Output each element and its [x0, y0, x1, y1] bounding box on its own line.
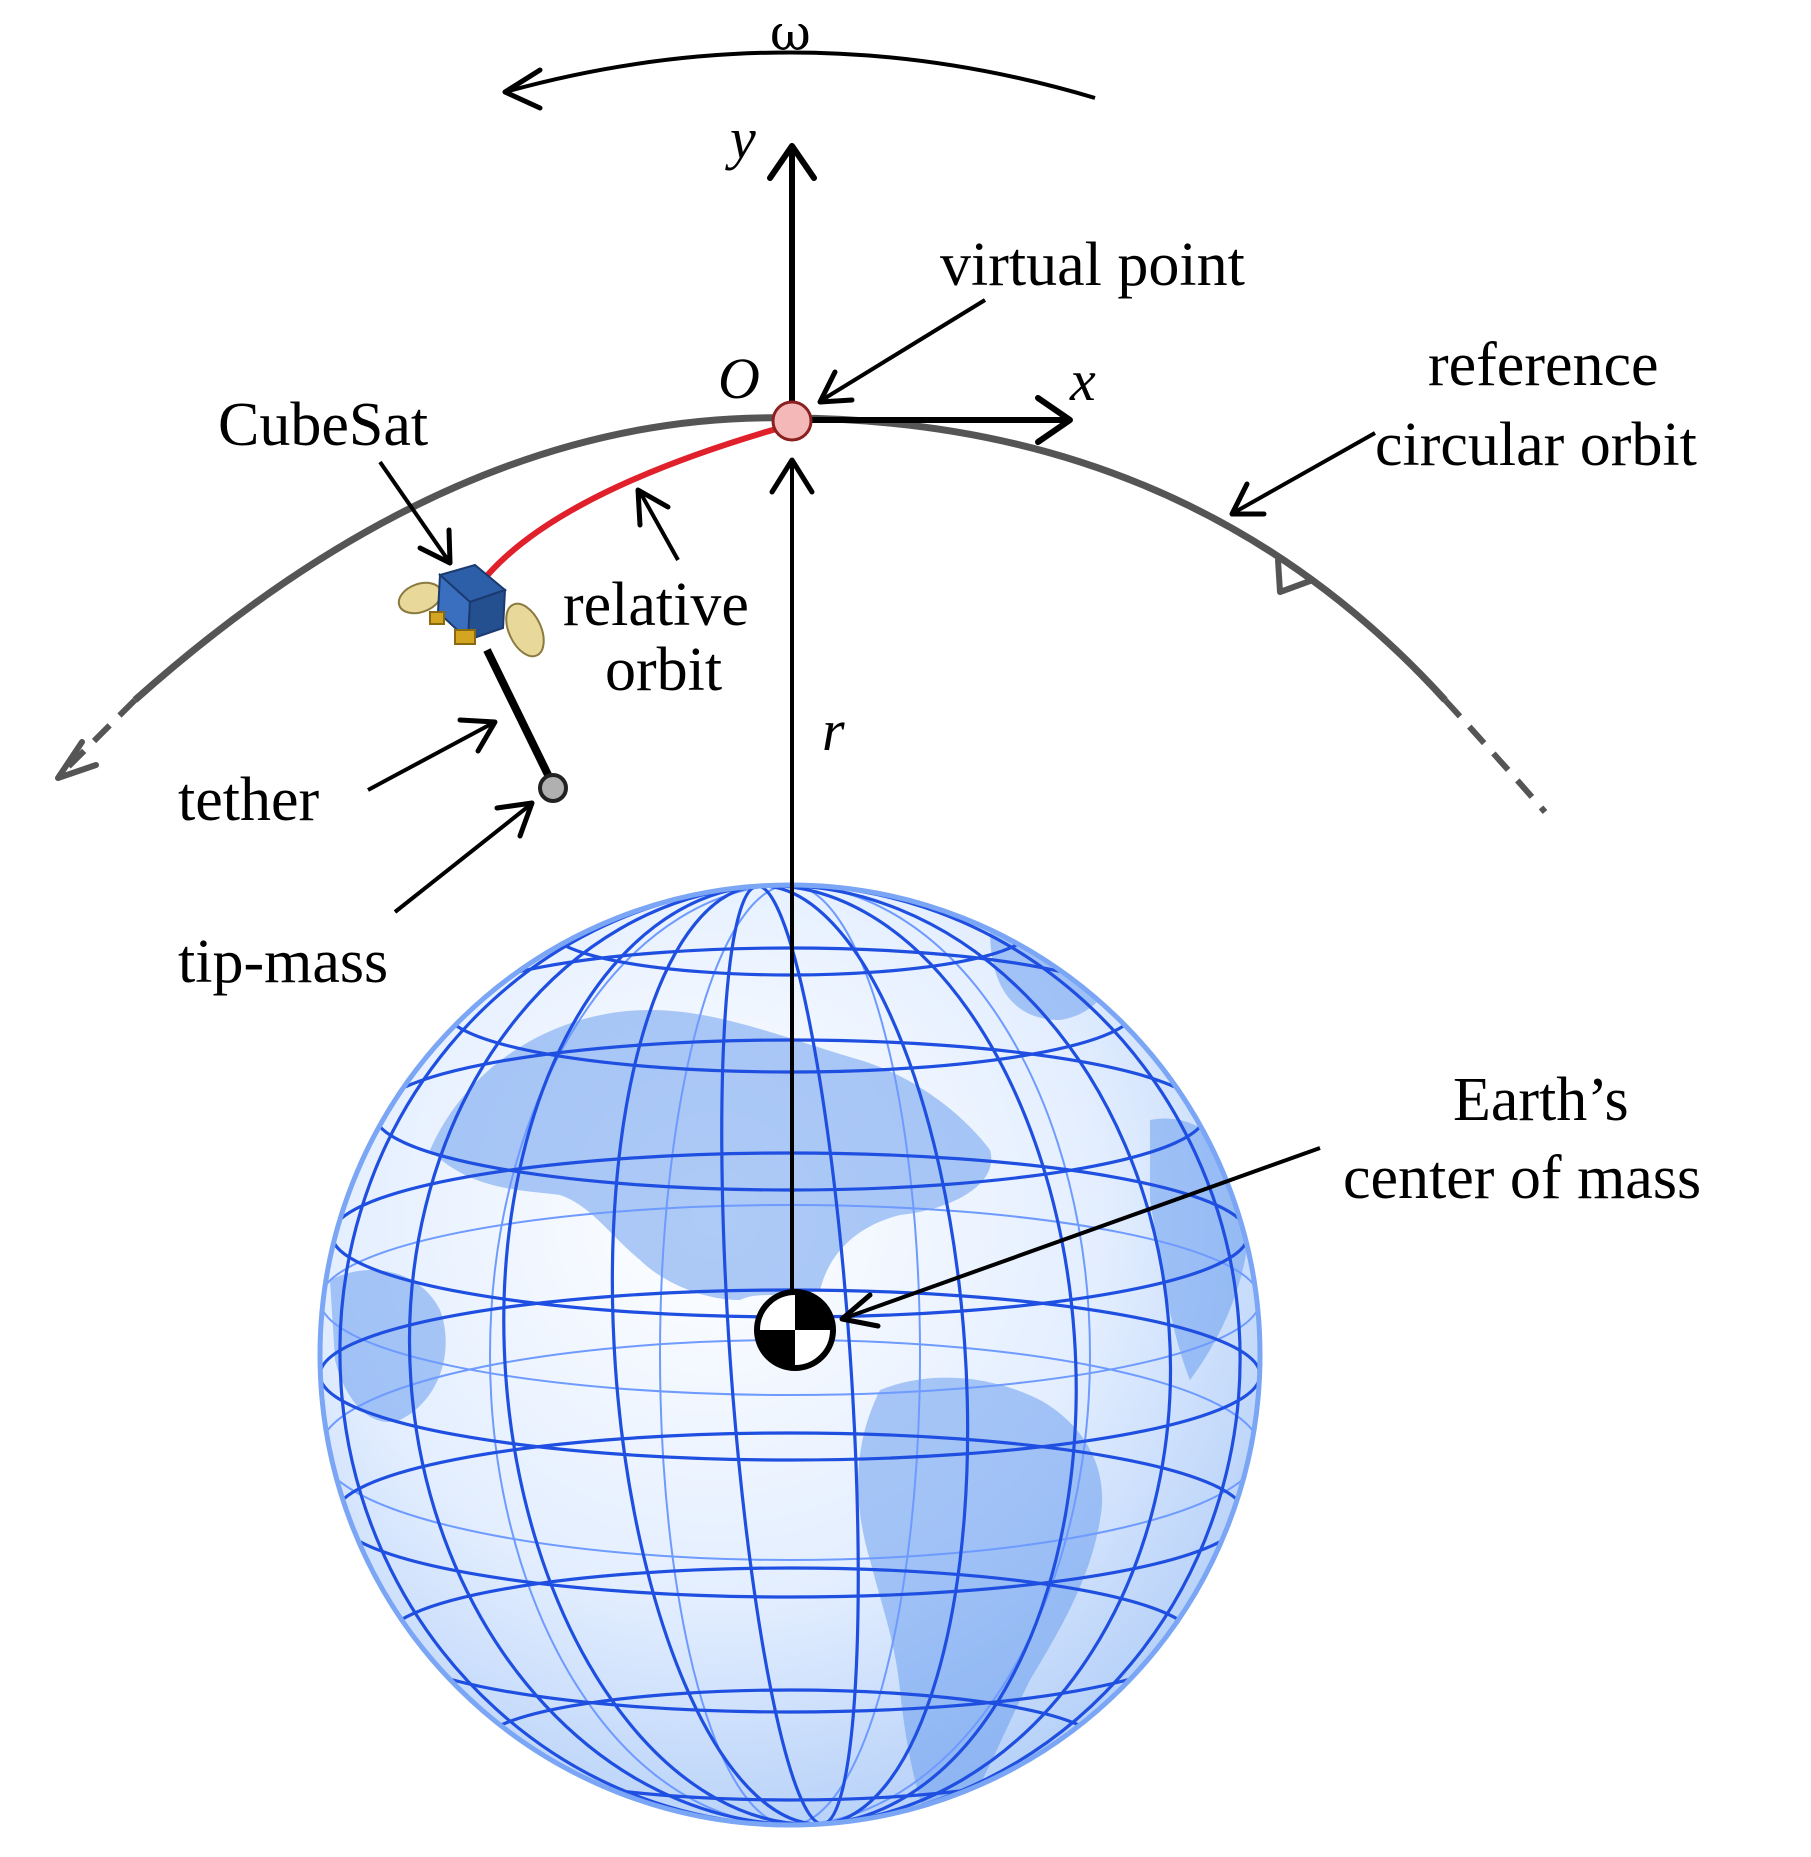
radius-vector: [769, 457, 815, 1330]
x-axis-label: x: [1069, 348, 1096, 413]
cubesat-pointer: [378, 460, 453, 566]
x-axis: [800, 395, 1073, 445]
origin-label: O: [718, 346, 760, 411]
south-america-shape: [858, 1377, 1103, 1825]
tip-mass-pointer: [393, 800, 535, 914]
earth-center-pointer: [839, 1146, 1321, 1329]
y-axis: [767, 143, 817, 420]
reference-orbit-pointer: [1229, 431, 1376, 517]
cubesat-label: CubeSat: [218, 391, 428, 459]
earth-center-label-line2: center of mass: [1343, 1144, 1701, 1212]
tether-pointer: [367, 717, 498, 792]
omega-symbol: ω: [770, 4, 811, 62]
omega-arrow: [502, 50, 1096, 111]
earth-center-label-line1: Earth’s: [1453, 1066, 1629, 1134]
relative-orbit-pointer: [635, 487, 680, 561]
radius-label: r: [822, 698, 845, 763]
tether-line: [483, 648, 557, 787]
relative-orbit: [482, 422, 791, 580]
tip-mass-marker: [538, 773, 568, 803]
cubesat-icon: [397, 563, 545, 658]
reference-orbit-label-line2: circular orbit: [1375, 411, 1697, 479]
tether-label: tether: [178, 766, 319, 834]
center-of-mass-icon: [754, 1289, 836, 1371]
relative-orbit-label-line1: relative: [563, 571, 749, 639]
reference-orbit: [55, 414, 1548, 814]
relative-orbit-label-line2: orbit: [605, 636, 722, 704]
virtual-point-label: virtual point: [940, 231, 1245, 299]
reference-orbit-label-line1: reference: [1428, 331, 1659, 399]
virtual-point-pointer: [817, 298, 987, 405]
tip-mass-label: tip-mass: [178, 928, 388, 996]
y-axis-label: y: [725, 106, 756, 171]
virtual-point-marker: [771, 400, 813, 442]
